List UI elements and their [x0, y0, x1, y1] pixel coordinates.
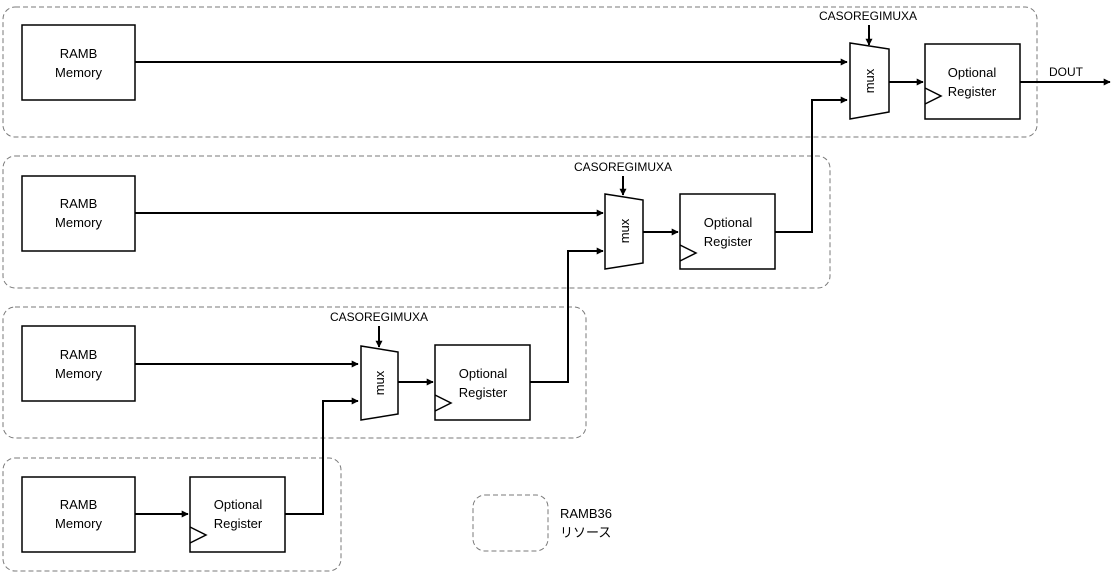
ramb-memory-label: Memory: [55, 516, 102, 531]
ramb36-group-1: [2, 6, 1038, 138]
register-label: Optional: [459, 366, 508, 381]
ramb-memory-label: Memory: [55, 215, 102, 230]
optional-register-2: Optional Register: [679, 193, 776, 270]
ramb-memory-block-3: RAMB Memory: [21, 325, 136, 402]
mux-label: mux: [862, 68, 877, 93]
optional-register-3: Optional Register: [434, 344, 531, 421]
mux-select-label: CASOREGIMUXA: [819, 9, 917, 23]
mux-label: mux: [617, 218, 632, 243]
ramb-memory-label: RAMB: [60, 497, 98, 512]
clock-icon: [679, 244, 698, 262]
ramb-memory-label: RAMB: [60, 347, 98, 362]
mux-label: mux: [372, 370, 387, 395]
cascade-wire: [285, 397, 359, 515]
clock-icon: [189, 526, 208, 544]
register-label: Optional: [948, 65, 997, 80]
legend-label: リソース: [560, 525, 611, 540]
ramb36-group-2: [2, 155, 831, 289]
clock-icon: [924, 87, 943, 105]
ramb-memory-label: Memory: [55, 366, 102, 381]
optional-register-1: Optional Register: [924, 43, 1021, 120]
legend-swatch: [472, 494, 549, 552]
ramb-memory-label: Memory: [55, 65, 102, 80]
optional-register-4: Optional Register: [189, 476, 286, 553]
mux-3: mux: [360, 345, 399, 421]
cascade-wire: [530, 247, 604, 383]
register-label: Register: [459, 385, 508, 400]
ramb-memory-label: RAMB: [60, 196, 98, 211]
mux-1: mux: [849, 42, 890, 120]
clock-icon: [434, 394, 453, 412]
ramb36-group-4: [2, 457, 342, 572]
mux-2: mux: [604, 193, 644, 270]
ramb-memory-block-4: RAMB Memory: [21, 476, 136, 553]
ramb-memory-block-1: RAMB Memory: [21, 24, 136, 101]
mux-select-label: CASOREGIMUXA: [574, 160, 672, 174]
register-label: Register: [948, 84, 997, 99]
register-label: Optional: [704, 215, 753, 230]
register-label: Register: [704, 234, 753, 249]
legend-label: RAMB36: [560, 506, 612, 521]
cascade-wire: [775, 96, 848, 233]
ramb-memory-label: RAMB: [60, 46, 98, 61]
mux-select-label: CASOREGIMUXA: [330, 310, 428, 324]
register-label: Register: [214, 516, 263, 531]
register-label: Optional: [214, 497, 263, 512]
ramb-memory-block-2: RAMB Memory: [21, 175, 136, 252]
dout-label: DOUT: [1049, 65, 1084, 79]
